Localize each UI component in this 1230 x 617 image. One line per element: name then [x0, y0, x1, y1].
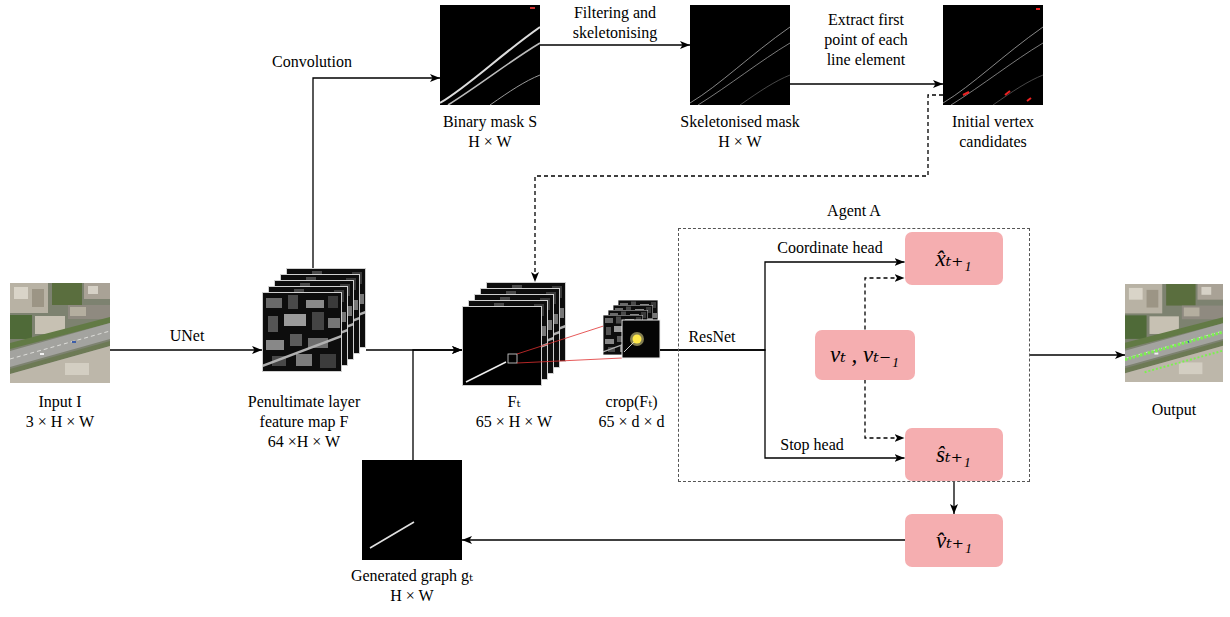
- node-caption: Initial vertex candidates: [937, 112, 1049, 152]
- edge-label: Filtering and skeletonising: [561, 3, 669, 43]
- node-caption: crop(Fₜ): [598, 392, 664, 412]
- vertex-candidates-image: Initial vertex candidates: [943, 5, 1043, 105]
- feature-map-stack: Fₜ65 × H × W: [462, 282, 566, 386]
- output-image: Output: [1125, 283, 1223, 383]
- connector-arrow: [953, 481, 954, 515]
- connector-arrow: [110, 349, 262, 350]
- connector-arrow: [313, 78, 440, 268]
- feature-map-stack: Penultimate layer feature map F64 ×H × W: [262, 268, 366, 372]
- edge-label: Convolution: [272, 52, 352, 72]
- caption: Penultimate layer feature map F64 ×H × W: [237, 392, 372, 452]
- skeleton-mask-image: Skeletonised maskH × W: [690, 5, 790, 105]
- graph-image: Generated graph gₜH × W: [362, 460, 462, 560]
- caption: Binary mask SH × W: [443, 112, 537, 152]
- edge-label: Extract first point of each line element: [815, 10, 917, 70]
- caption: Fₜ65 × H × W: [476, 392, 552, 432]
- node-caption: Agent A: [679, 201, 1029, 221]
- input-image: Input I3 × H × W: [10, 283, 110, 383]
- math-symbol: vₜ , vₜ₋₁: [830, 341, 899, 368]
- math-symbol: ŝₜ₊₁: [936, 441, 971, 468]
- node-caption: 3 × H × W: [26, 412, 94, 432]
- caption: Generated graph gₜH × W: [351, 566, 473, 606]
- connector-arrow: [865, 278, 905, 330]
- edge-label: UNet: [170, 326, 205, 346]
- node-caption: H × W: [680, 132, 800, 152]
- math-symbol: x̂ₜ₊₁: [935, 245, 971, 272]
- node-caption: 64 ×H × W: [237, 432, 372, 452]
- caption: Output: [1152, 400, 1196, 420]
- node-caption: Penultimate layer feature map F: [237, 392, 372, 432]
- connector-arrow: [535, 95, 943, 282]
- agent-box: Agent Ax̂ₜ₊₁vₜ , vₜ₋₁ŝₜ₊₁: [678, 228, 1030, 482]
- node-caption: Output: [1152, 400, 1196, 420]
- math-symbol: v̂ₜ₊₁: [936, 527, 972, 554]
- node-caption: Generated graph gₜ: [351, 566, 473, 586]
- connector-arrow: [540, 44, 690, 45]
- binary-mask-image: Binary mask SH × W: [440, 5, 540, 105]
- connector-arrow: [865, 380, 905, 439]
- connector-arrow: [790, 83, 943, 84]
- stage-label: ResNet: [688, 327, 735, 347]
- node-caption: H × W: [443, 132, 537, 152]
- output-head-box: ŝₜ₊₁: [905, 428, 1003, 481]
- node-caption: 65 × d × d: [598, 412, 664, 432]
- node-caption: H × W: [351, 586, 473, 606]
- node-caption: Fₜ: [476, 392, 552, 412]
- group-heading: Agent A: [679, 201, 1029, 221]
- vertex-output-box: v̂ₜ₊₁: [905, 514, 1003, 567]
- node-caption: Binary mask S: [443, 112, 537, 132]
- vertex-input-box: vₜ , vₜ₋₁: [815, 330, 915, 380]
- node-caption: Input I: [26, 392, 94, 412]
- node-caption: Skeletonised mask: [680, 112, 800, 132]
- connector-arrow: [413, 350, 462, 460]
- connector-arrow: [1030, 354, 1125, 355]
- caption: Input I3 × H × W: [26, 392, 94, 432]
- connector-arrow: [462, 539, 905, 540]
- caption: Initial vertex candidates: [937, 112, 1049, 152]
- caption: Skeletonised maskH × W: [680, 112, 800, 152]
- edge-label: Coordinate head: [777, 238, 882, 258]
- node-caption: 65 × H × W: [476, 412, 552, 432]
- output-head-box: x̂ₜ₊₁: [905, 232, 1003, 285]
- caption: crop(Fₜ)65 × d × d: [598, 392, 664, 432]
- edge-label: Stop head: [780, 435, 844, 455]
- crop-stack: crop(Fₜ)65 × d × d: [603, 300, 660, 358]
